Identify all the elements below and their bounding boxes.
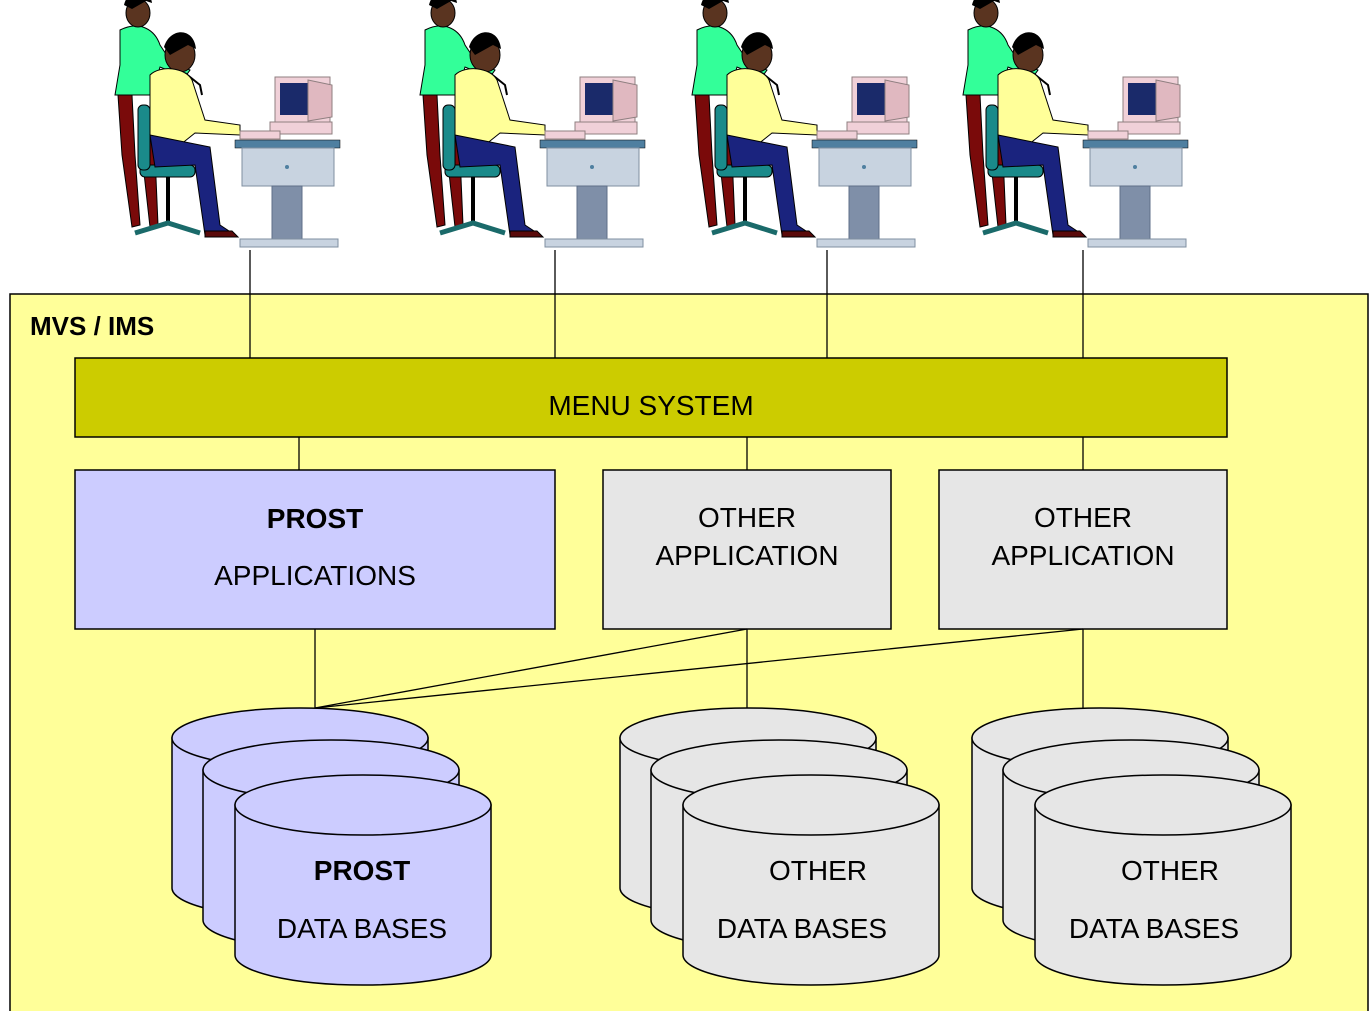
menu-system-label: MENU SYSTEM [548, 390, 753, 421]
users-at-computer-icon [963, 0, 1188, 247]
menu-system-box [74, 357, 1228, 438]
users-at-computer-icon [420, 0, 645, 247]
database-cylinder [234, 774, 492, 986]
environment-label: MVS / IMS [30, 311, 154, 341]
database-cylinder [1034, 774, 1292, 986]
prost-applications-subtitle: APPLICATIONS [214, 560, 416, 591]
other-databases-1-line2: DATA BASES [717, 913, 887, 944]
other-databases-stack-1 [619, 707, 940, 986]
other-databases-2-line1: OTHER [1121, 855, 1219, 886]
users-at-computer-icon [692, 0, 917, 247]
workstation-1 [115, 0, 340, 247]
other-application-2-line1: OTHER [1034, 502, 1132, 533]
other-application-2-line2: APPLICATION [991, 540, 1174, 571]
prost-applications-title: PROST [267, 503, 363, 534]
other-application-box-2: OTHER APPLICATION [938, 469, 1228, 630]
other-application-box-1: OTHER APPLICATION [602, 469, 892, 630]
users-at-computer-icon [115, 0, 340, 247]
prost-databases-stack [171, 707, 492, 986]
menu-connectors [298, 437, 1084, 470]
workstation-3 [692, 0, 917, 247]
workstation-2 [420, 0, 645, 247]
other-databases-2-line2: DATA BASES [1069, 913, 1239, 944]
database-connectors [314, 628, 1084, 712]
prost-databases-title: PROST [314, 855, 410, 886]
prost-databases-subtitle: DATA BASES [277, 913, 447, 944]
other-application-1-line2: APPLICATION [655, 540, 838, 571]
prost-applications-box: PROST APPLICATIONS [74, 469, 556, 630]
workstation-4 [963, 0, 1188, 247]
other-application-1-line1: OTHER [698, 502, 796, 533]
other-databases-stack-2 [971, 707, 1292, 986]
workstation-connectors [249, 250, 1084, 358]
database-cylinder [682, 774, 940, 986]
other-databases-1-line1: OTHER [769, 855, 867, 886]
